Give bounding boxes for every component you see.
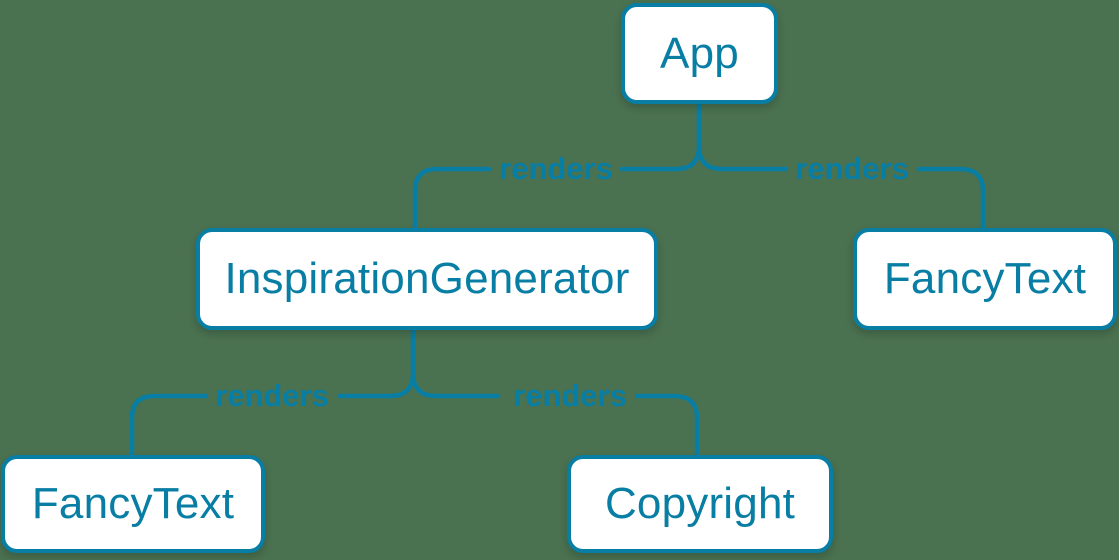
node-app: App [621,3,778,104]
edge-app-to-fancytext-a [696,101,789,172]
edge-app-to-inspirationgenerator-a [619,101,702,172]
node-app-label: App [660,28,739,78]
edge-label-app-renders-fancytext: renders [795,151,909,186]
node-fancytext-bottom-label: FancyText [31,479,235,528]
edge-inspirationgenerator-to-copyright-a [410,326,501,399]
edge-label-app-renders-inspirationgenerator: renders [499,151,613,186]
edge-inspirationgenerator-to-fancytext-b [129,393,209,457]
node-copyright: Copyright [567,455,833,553]
node-fancytext-top: FancyText [853,228,1117,330]
edge-app-to-inspirationgenerator-b [412,166,492,230]
node-inspiration-generator-label: InspirationGenerator [224,254,630,303]
edge-app-to-fancytext-b [916,166,986,230]
edge-inspirationgenerator-to-fancytext-a [337,326,416,399]
node-fancytext-top-label: FancyText [883,254,1087,303]
node-inspiration-generator: InspirationGenerator [196,228,658,330]
node-copyright-label: Copyright [604,479,796,528]
edge-inspirationgenerator-to-copyright-b [634,393,700,456]
edge-label-inspirationgenerator-renders-fancytext: renders [215,378,329,413]
edge-label-inspirationgenerator-renders-copyright: renders [513,378,627,413]
node-fancytext-bottom: FancyText [1,455,265,553]
